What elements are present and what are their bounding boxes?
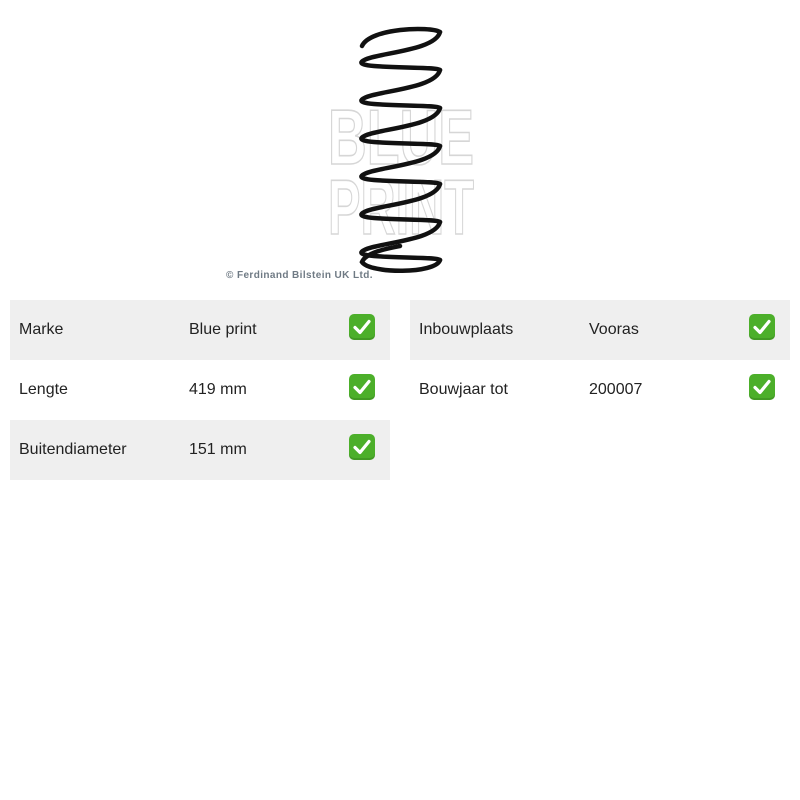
spec-value: 419 mm bbox=[189, 381, 247, 398]
spec-value: 200007 bbox=[589, 381, 643, 398]
watermark-line-2: PRINT bbox=[328, 163, 474, 251]
spec-row-inbouwplaats: Inbouwplaats Vooras bbox=[410, 300, 790, 360]
spec-label: Lengte bbox=[19, 381, 68, 398]
spring-coil-front bbox=[359, 67, 443, 102]
spring-coil-back bbox=[359, 249, 443, 263]
spring-coil-front bbox=[359, 143, 443, 178]
spec-label: Buitendiameter bbox=[19, 441, 127, 458]
spec-row-marke: Marke Blue print bbox=[10, 300, 390, 360]
spec-table-right: Inbouwplaats Vooras Bouwjaar tot 200007 bbox=[410, 300, 790, 420]
spring-coil-front bbox=[359, 219, 443, 254]
spec-row-bouwjaar-tot: Bouwjaar tot 200007 bbox=[410, 360, 790, 420]
spec-value: Vooras bbox=[589, 321, 639, 338]
green-check-icon bbox=[349, 314, 375, 340]
spring-coil-back bbox=[359, 59, 443, 73]
spec-value: 151 mm bbox=[189, 441, 247, 458]
spec-label: Inbouwplaats bbox=[419, 321, 514, 338]
spec-row-buitendiameter: Buitendiameter 151 mm bbox=[10, 420, 390, 480]
product-image: BLUE PRINT bbox=[220, 22, 480, 286]
spring-coil-back bbox=[359, 135, 443, 149]
spring-coil-front bbox=[359, 29, 443, 64]
spring-coils bbox=[359, 26, 443, 273]
green-check-icon bbox=[349, 374, 375, 400]
spring-coil-back bbox=[359, 97, 443, 111]
green-check-icon bbox=[749, 314, 775, 340]
copyright-notice: © Ferdinand Bilstein UK Ltd. bbox=[226, 270, 373, 281]
spring-coil-back bbox=[359, 211, 443, 225]
spec-label: Bouwjaar tot bbox=[419, 381, 508, 398]
blue-print-watermark: BLUE PRINT bbox=[327, 92, 475, 252]
spring-bottom-end bbox=[359, 243, 443, 273]
spring-coil-front bbox=[359, 181, 443, 216]
spec-table-left: Marke Blue print Lengte 419 mm Buitendia… bbox=[10, 300, 390, 480]
spec-row-lengte: Lengte 419 mm bbox=[10, 360, 390, 420]
spec-label: Marke bbox=[19, 321, 64, 338]
spec-value: Blue print bbox=[189, 321, 257, 338]
spring-coil-front bbox=[359, 105, 443, 140]
spring-top-end bbox=[359, 26, 443, 49]
green-check-icon bbox=[349, 434, 375, 460]
coil-spring-icon: BLUE PRINT bbox=[327, 26, 475, 273]
spring-coil-back bbox=[359, 173, 443, 187]
green-check-icon bbox=[749, 374, 775, 400]
